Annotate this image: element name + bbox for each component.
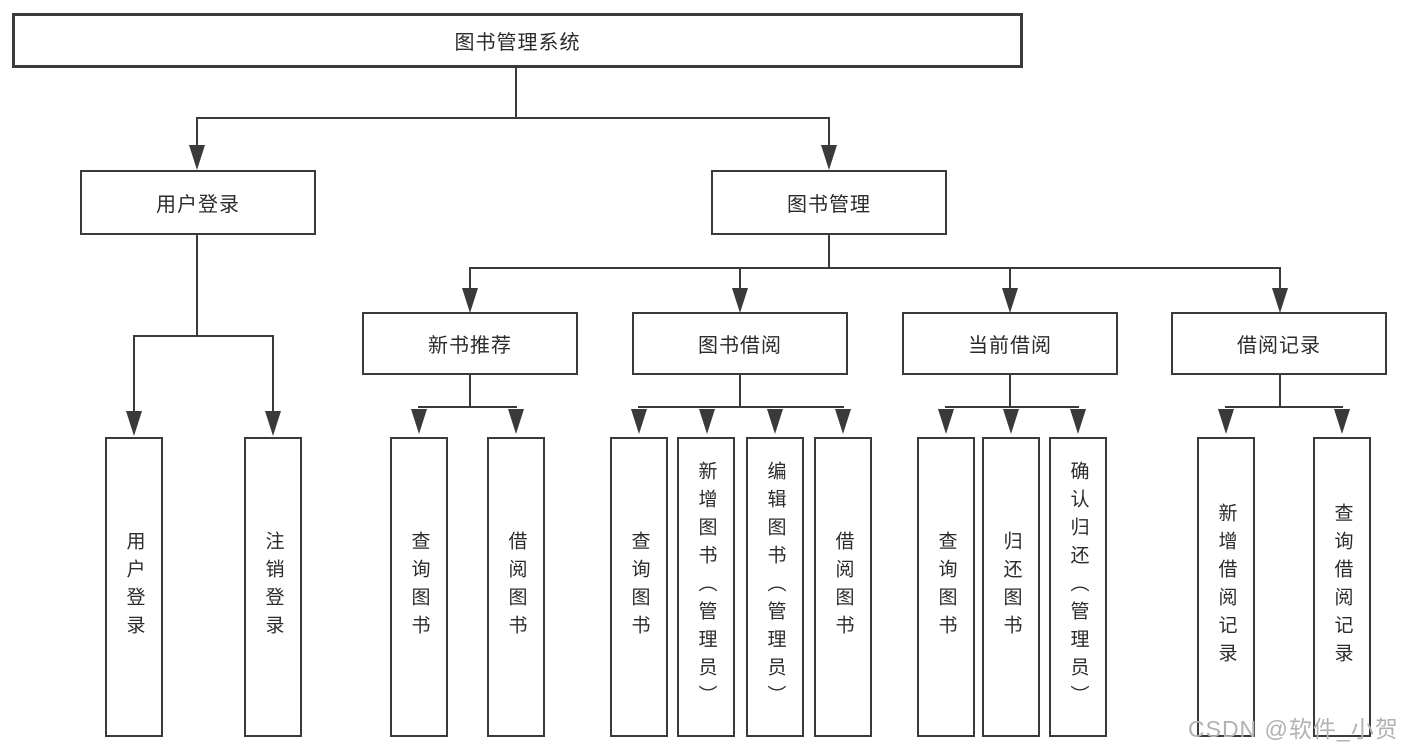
leaf-label: 查询图书: [408, 531, 430, 643]
connector-level3-rail: [469, 267, 1281, 269]
connector-group-stem: [1279, 375, 1281, 407]
arrowhead-down-icon: [508, 409, 524, 434]
arrowhead-down-icon: [1070, 409, 1086, 434]
connector-group-stem: [739, 375, 741, 407]
leaf-query-books-borrow: 查询图书: [610, 437, 668, 737]
connector-drop: [1279, 267, 1281, 289]
node-current-borrow: 当前借阅: [902, 312, 1118, 375]
leaf-logout: 注销登录: [244, 437, 302, 737]
connector-drop: [196, 117, 198, 147]
leaf-query-books-recommend: 查询图书: [390, 437, 448, 737]
leaf-confirm-return-admin: 确认归还（管理员）: [1049, 437, 1107, 737]
node-book-borrow: 图书借阅: [632, 312, 848, 375]
arrowhead-down-icon: [1218, 409, 1234, 434]
arrowhead-down-icon: [938, 409, 954, 434]
leaf-borrow-books-recommend: 借阅图书: [487, 437, 545, 737]
leaf-label: 用户登录: [123, 531, 145, 643]
connector-level2-rail: [196, 117, 830, 119]
leaf-return-book: 归还图书: [982, 437, 1040, 737]
arrowhead-down-icon: [411, 409, 427, 434]
node-user-login: 用户登录: [80, 170, 316, 235]
leaf-label: 确认归还（管理员）: [1067, 461, 1089, 713]
connector-drop: [469, 267, 471, 289]
leaf-borrow-books: 借阅图书: [814, 437, 872, 737]
arrowhead-down-icon: [1272, 288, 1288, 313]
node-book-mgmt: 图书管理: [711, 170, 947, 235]
arrowhead-down-icon: [1003, 409, 1019, 434]
node-borrow-records: 借阅记录: [1171, 312, 1387, 375]
arrowhead-down-icon: [189, 145, 205, 170]
arrowhead-down-icon: [732, 288, 748, 313]
connector-drop: [1009, 267, 1011, 289]
leaf-label: 归还图书: [1000, 531, 1022, 643]
arrowhead-down-icon: [1002, 288, 1018, 313]
arrowhead-down-icon: [767, 409, 783, 434]
leaf-add-borrow-record: 新增借阅记录: [1197, 437, 1255, 737]
arrowhead-down-icon: [821, 145, 837, 170]
leaf-query-borrow-record: 查询借阅记录: [1313, 437, 1371, 737]
connector-group-stem: [469, 375, 471, 407]
leaf-label: 注销登录: [262, 531, 284, 643]
leaf-add-book-admin: 新增图书（管理员）: [677, 437, 735, 737]
connector-group-rail: [638, 406, 844, 408]
leaf-query-books-current: 查询图书: [917, 437, 975, 737]
connector-group-rail: [1225, 406, 1343, 408]
connector-mgmt-stem: [828, 235, 830, 268]
connector-root-stem: [515, 68, 517, 118]
connector-drop: [828, 117, 830, 147]
arrowhead-down-icon: [631, 409, 647, 434]
node-root: 图书管理系统: [12, 13, 1023, 68]
connector-drop: [272, 335, 274, 411]
arrowhead-down-icon: [265, 411, 281, 436]
connector-drop: [739, 267, 741, 289]
connector-group-rail: [945, 406, 1079, 408]
leaf-label: 编辑图书（管理员）: [764, 461, 786, 713]
leaf-label: 借阅图书: [505, 531, 527, 643]
leaf-label: 查询图书: [935, 531, 957, 643]
node-new-book-recommend: 新书推荐: [362, 312, 578, 375]
leaf-edit-book-admin: 编辑图书（管理员）: [746, 437, 804, 737]
arrowhead-down-icon: [699, 409, 715, 434]
connector-group-rail: [418, 406, 517, 408]
connector-login-rail: [133, 335, 274, 337]
connector-login-stem: [196, 235, 198, 336]
arrowhead-down-icon: [835, 409, 851, 434]
leaf-label: 新增借阅记录: [1215, 503, 1237, 671]
connector-drop: [133, 335, 135, 411]
connector-group-stem: [1009, 375, 1011, 407]
arrowhead-down-icon: [462, 288, 478, 313]
arrowhead-down-icon: [126, 411, 142, 436]
leaf-user-login: 用户登录: [105, 437, 163, 737]
leaf-label: 查询借阅记录: [1331, 503, 1353, 671]
arrowhead-down-icon: [1334, 409, 1350, 434]
leaf-label: 借阅图书: [832, 531, 854, 643]
csdn-watermark: CSDN @软件_小贺同学: [1188, 716, 1399, 742]
leaf-label: 查询图书: [628, 531, 650, 643]
leaf-label: 新增图书（管理员）: [695, 461, 717, 713]
